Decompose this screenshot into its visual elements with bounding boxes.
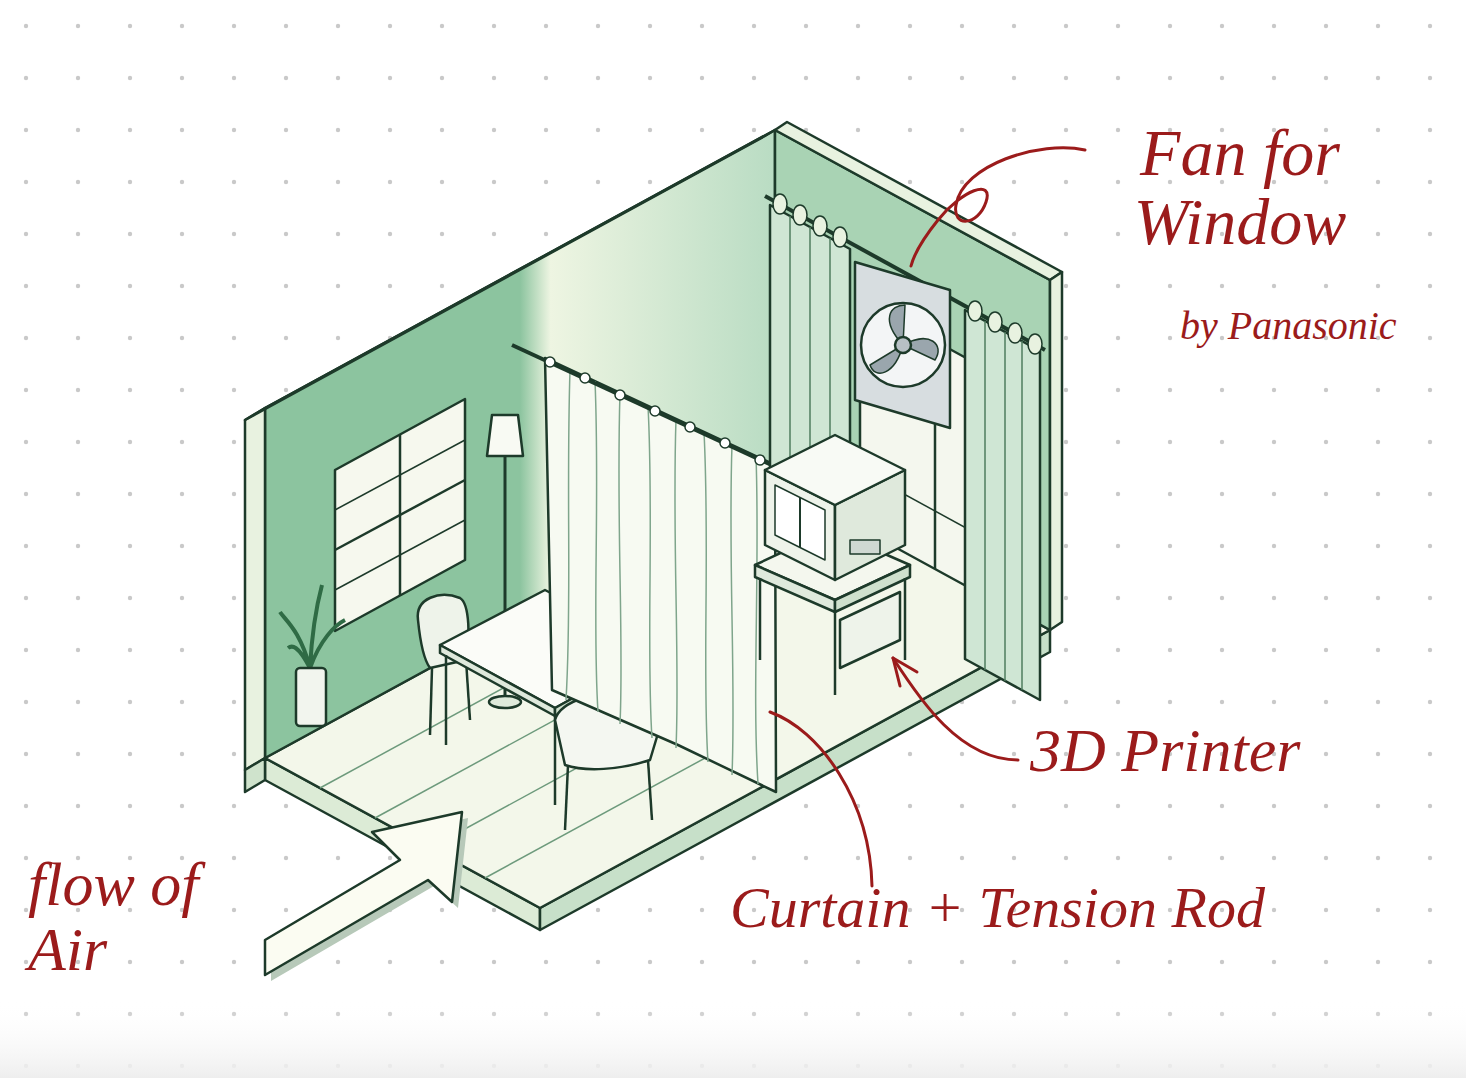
printer-label: 3D Printer <box>1030 718 1430 783</box>
airflow-label: flow of Air <box>28 852 268 982</box>
curtain-label: Curtain + Tension Rod <box>730 878 1450 939</box>
brand-note: by Panasonic <box>1180 305 1450 347</box>
fan-label: Fan for Window <box>1075 118 1405 257</box>
